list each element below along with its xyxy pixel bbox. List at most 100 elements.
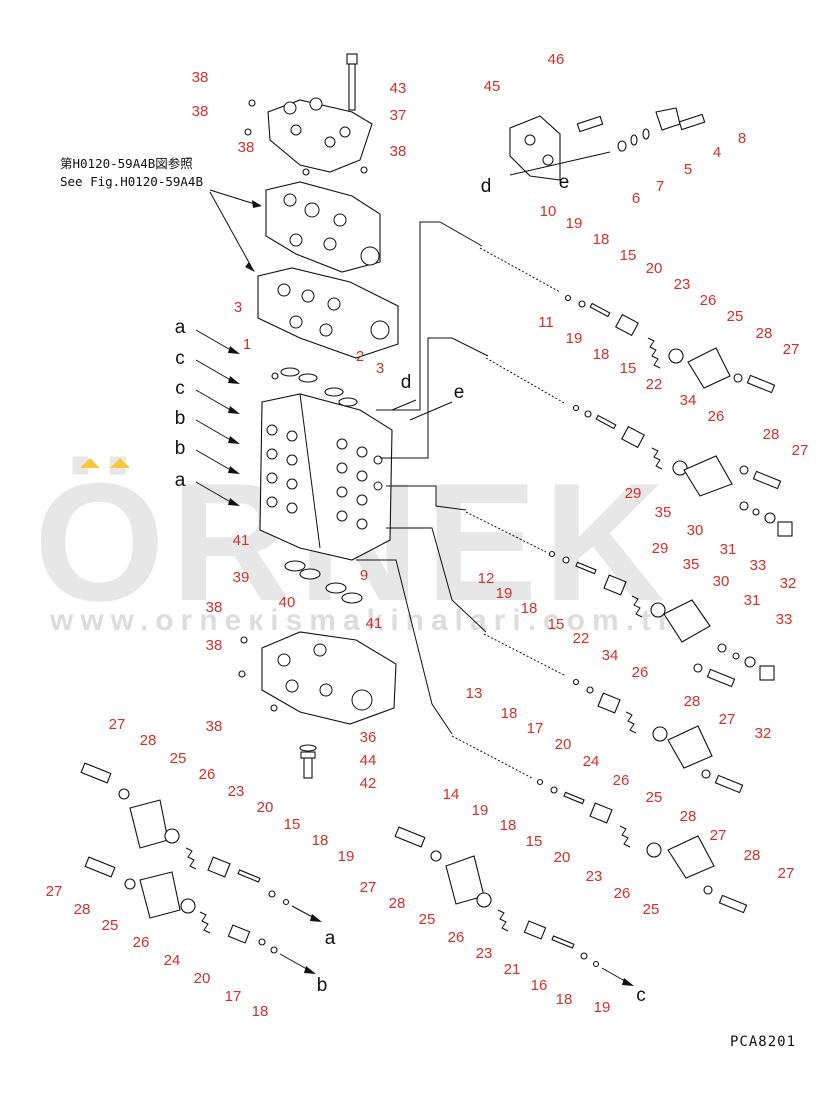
callout-38: 38: [206, 637, 223, 654]
callout-numbers: 3838384337384645845671019181520232625282…: [46, 51, 809, 1020]
callout-27: 27: [783, 341, 800, 358]
callout-43: 43: [390, 80, 407, 97]
callout-25: 25: [419, 911, 436, 928]
callout-4: 4: [713, 144, 721, 161]
callout-24: 24: [164, 952, 181, 969]
callout-28: 28: [684, 693, 701, 710]
callout-27: 27: [719, 711, 736, 728]
callout-44: 44: [360, 752, 377, 769]
callout-11: 11: [538, 314, 554, 331]
flow-letter-d: d: [401, 372, 412, 393]
callout-38: 38: [192, 69, 209, 86]
callout-15: 15: [526, 833, 543, 850]
callout-19: 19: [338, 848, 355, 865]
flow-letter-b: b: [175, 408, 186, 429]
callout-3: 3: [376, 360, 384, 377]
callout-38: 38: [206, 599, 223, 616]
callout-6: 6: [632, 190, 640, 207]
callout-22: 22: [573, 630, 590, 647]
callout-19: 19: [566, 215, 583, 232]
callout-25: 25: [102, 917, 119, 934]
callout-28: 28: [763, 426, 780, 443]
callout-23: 23: [228, 783, 245, 800]
callout-34: 34: [602, 647, 619, 664]
callout-23: 23: [674, 276, 691, 293]
callout-35: 35: [655, 504, 672, 521]
callout-18: 18: [312, 832, 329, 849]
callout-13: 13: [466, 685, 483, 702]
callout-32: 32: [780, 575, 797, 592]
callout-26: 26: [708, 408, 725, 425]
callout-29: 29: [652, 540, 669, 557]
callout-33: 33: [750, 557, 767, 574]
callout-5: 5: [684, 161, 692, 178]
callout-41: 41: [233, 532, 250, 549]
callout-28: 28: [389, 895, 406, 912]
callout-20: 20: [554, 849, 571, 866]
callout-18: 18: [501, 705, 518, 722]
flow-arrows-left: [195, 329, 453, 506]
callout-38: 38: [238, 139, 255, 156]
reference-note-jp: 第H0120-59A4B図参照: [60, 156, 193, 171]
flow-letter-b: b: [175, 438, 186, 459]
callout-12: 12: [478, 570, 495, 587]
callout-20: 20: [194, 970, 211, 987]
callout-38: 38: [206, 718, 223, 735]
callout-38: 38: [192, 103, 209, 120]
callout-10: 10: [540, 203, 557, 220]
valve-section-lower: [257, 267, 399, 359]
callout-7: 7: [656, 178, 664, 195]
flow-letter-a: a: [175, 317, 186, 338]
callout-40: 40: [279, 594, 296, 611]
port-cover-45: [509, 107, 706, 181]
valve-section-upper: [265, 181, 381, 273]
callout-17: 17: [527, 720, 544, 737]
watermark-accent-left: [80, 458, 100, 468]
callout-39: 39: [233, 569, 250, 586]
top-cover-37: [267, 99, 373, 173]
callout-27: 27: [778, 865, 795, 882]
callout-27: 27: [710, 827, 727, 844]
flow-letter-c: c: [636, 985, 646, 1006]
callout-17: 17: [225, 988, 242, 1005]
flow-letter-b: b: [317, 975, 328, 996]
callout-26: 26: [632, 664, 649, 681]
callout-34: 34: [680, 392, 697, 409]
flow-letter-a: a: [175, 470, 186, 491]
callout-14: 14: [443, 786, 460, 803]
flow-letter-c: c: [175, 378, 185, 399]
callout-26: 26: [613, 772, 630, 789]
callout-2: 2: [356, 348, 364, 365]
flow-letter-e: e: [454, 382, 465, 403]
ref-arrow-2: [209, 191, 253, 269]
callout-31: 31: [720, 541, 737, 558]
callout-19: 19: [566, 330, 583, 347]
spool-11: [485, 357, 567, 405]
callout-18: 18: [521, 600, 538, 617]
callout-15: 15: [620, 247, 637, 264]
callout-19: 19: [472, 802, 489, 819]
callout-8: 8: [738, 130, 746, 147]
lower-left-parts: [80, 762, 322, 974]
callout-30: 30: [713, 573, 730, 590]
callout-18: 18: [252, 1003, 269, 1020]
spool-12: [465, 511, 547, 553]
callout-41: 41: [366, 615, 383, 632]
drawing-code: PCA8201: [730, 1034, 796, 1050]
ref-arrow-1: [209, 189, 259, 206]
callout-26: 26: [700, 292, 717, 309]
callout-21: 21: [504, 961, 521, 978]
callout-38: 38: [390, 143, 407, 160]
callout-29: 29: [625, 485, 642, 502]
callout-15: 15: [620, 360, 637, 377]
callout-37: 37: [390, 107, 407, 124]
callout-31: 31: [744, 592, 761, 609]
callout-25: 25: [170, 750, 187, 767]
callout-25: 25: [643, 901, 660, 918]
callout-25: 25: [727, 308, 744, 325]
flow-letter-e: e: [559, 172, 570, 193]
callout-22: 22: [646, 376, 663, 393]
lower-middle-parts: [394, 826, 634, 986]
